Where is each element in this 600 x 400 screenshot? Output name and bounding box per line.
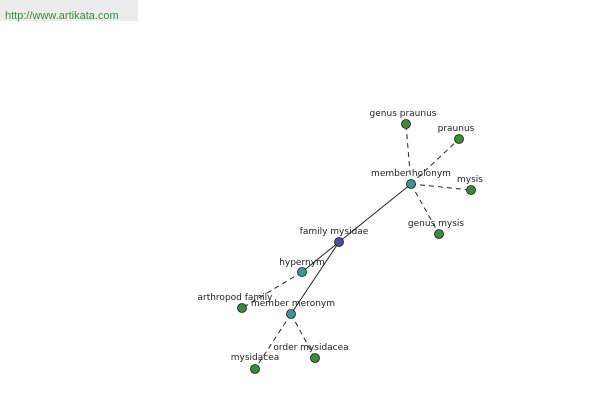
- node-label-genus-mysis: genus mysis: [408, 219, 464, 229]
- edge-member-holonym-genus-praunus: [405, 123, 412, 185]
- node-label-member-holonym: member holonym: [371, 169, 451, 179]
- node-genus-mysis[interactable]: [434, 229, 444, 239]
- edge-member-holonym-praunus: [410, 138, 460, 185]
- node-label-hypernym: hypernym: [279, 258, 325, 268]
- node-label-praunus: praunus: [438, 124, 475, 134]
- node-praunus[interactable]: [454, 134, 464, 144]
- node-label-order-mysidacea: order mysidacea: [273, 343, 348, 353]
- node-label-mysis: mysis: [457, 175, 483, 185]
- node-label-arthropod-family: arthropod family: [197, 293, 273, 303]
- labels-layer: family mysidae member holonym hypernym memb…: [197, 109, 483, 363]
- edge-hypernym-arthropod-family: [241, 271, 303, 309]
- node-member-meronym[interactable]: [286, 309, 296, 319]
- url-bar: http://www.artikata.com: [0, 0, 138, 22]
- nodes-layer: [237, 119, 476, 374]
- node-label-family-mysidae: family mysidae: [300, 227, 369, 237]
- node-order-mysidacea[interactable]: [310, 353, 320, 363]
- edge-family-mysidae-hypernym: [301, 241, 340, 273]
- edges-layer: [241, 123, 472, 370]
- node-family-mysidae[interactable]: [334, 237, 344, 247]
- edge-member-meronym-mysidacea: [254, 313, 292, 370]
- node-member-holonym[interactable]: [406, 179, 416, 189]
- node-mysidacea[interactable]: [250, 364, 260, 374]
- node-label-genus-praunus: genus praunus: [370, 109, 437, 119]
- node-hypernym[interactable]: [297, 267, 307, 277]
- node-mysis[interactable]: [466, 185, 476, 195]
- edge-family-mysidae-member-meronym: [290, 241, 340, 315]
- edge-member-holonym-mysis: [410, 183, 472, 191]
- site-url-link[interactable]: http://www.artikata.com: [5, 10, 119, 22]
- edge-member-holonym-genus-mysis: [410, 183, 440, 235]
- node-arthropod-family[interactable]: [237, 303, 247, 313]
- node-genus-praunus[interactable]: [401, 119, 411, 129]
- node-label-mysidacea: mysidacea: [231, 353, 280, 363]
- node-label-member-meronym: member meronym: [251, 299, 335, 309]
- edge-family-mysidae-member-holonym: [338, 183, 412, 243]
